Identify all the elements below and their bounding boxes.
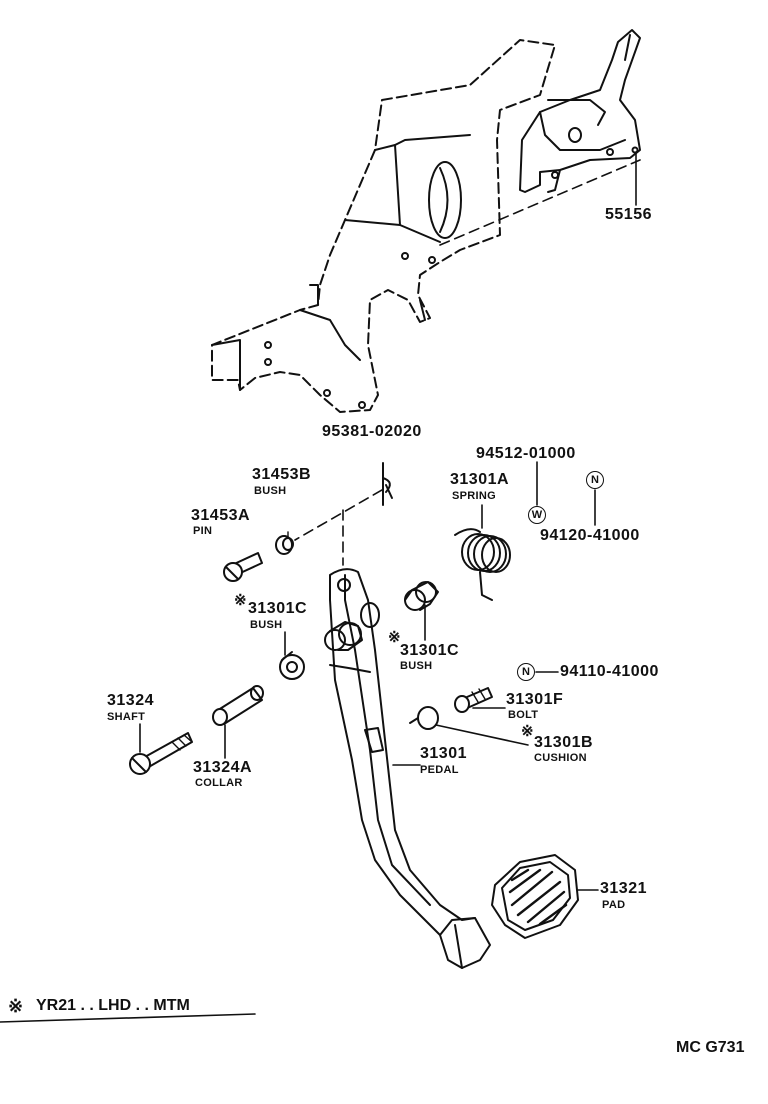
part-number-31301: 31301 <box>420 745 467 762</box>
part-number-31324A: 31324A <box>193 759 253 776</box>
part-name-bush-left: BUSH <box>250 619 283 631</box>
pad-31321 <box>491 854 579 939</box>
part-number-31301C-left: 31301C <box>248 600 308 617</box>
part-number-31453B: 31453B <box>252 466 312 483</box>
part-number-95381-02020: 95381-02020 <box>322 423 422 440</box>
spring-31301A <box>454 528 511 601</box>
footnote-underline <box>0 1013 256 1023</box>
pedal-31301 <box>329 568 491 969</box>
part-number-31301F: 31301F <box>506 691 564 708</box>
part-number-94512-01000: 94512-01000 <box>476 445 576 462</box>
nut-upper-symbol: N <box>586 471 604 489</box>
part-number-31301B: 31301B <box>534 734 594 751</box>
figure-code: MC G731 <box>676 1039 745 1056</box>
part-name-cushion: CUSHION <box>534 752 587 764</box>
part-name-pad: PAD <box>602 899 626 911</box>
asterisk-bush-left: ※ <box>234 592 247 609</box>
nut-lower-symbol: N <box>517 663 535 681</box>
footnote-text: YR21 . . LHD . . MTM <box>36 997 190 1014</box>
part-number-31321: 31321 <box>600 880 647 897</box>
part-name-bush-right: BUSH <box>400 660 433 672</box>
part-number-31324: 31324 <box>107 692 154 709</box>
pin-31453A <box>223 552 263 582</box>
cushion-31301B <box>409 706 529 746</box>
bolt-31301F <box>454 687 506 713</box>
collar-31324A <box>212 685 264 726</box>
asterisk-bush-right: ※ <box>388 629 401 646</box>
part-name-bush-b: BUSH <box>254 485 287 497</box>
part-name-collar: COLLAR <box>195 777 243 789</box>
part-number-94120-41000: 94120-41000 <box>540 527 640 544</box>
part-number-31301C-right: 31301C <box>400 642 460 659</box>
cotter-pin <box>382 462 393 506</box>
bracket-guide-line <box>439 159 641 246</box>
pedal-boss <box>324 602 380 651</box>
part-name-shaft: SHAFT <box>107 711 146 723</box>
part-name-bolt: BOLT <box>508 709 539 721</box>
part-name-pin: PIN <box>193 525 213 537</box>
footnote-mark: ※ <box>8 996 24 1016</box>
asterisk-cushion: ※ <box>521 723 534 740</box>
bush-31301C-left <box>279 651 305 680</box>
support-frame <box>211 39 556 413</box>
bracket-55156 <box>519 29 641 193</box>
shaft-31324 <box>129 732 193 775</box>
bush-31301C-right <box>404 581 439 611</box>
bush-31453B <box>275 531 294 555</box>
part-number-55156: 55156 <box>605 206 652 223</box>
part-number-31301A: 31301A <box>450 471 510 488</box>
part-number-31453A: 31453A <box>191 507 251 524</box>
part-name-pedal: PEDAL <box>420 764 459 776</box>
cotter-pin-guide <box>294 489 383 541</box>
washer-symbol: W <box>528 506 546 524</box>
part-name-spring: SPRING <box>452 490 496 502</box>
part-number-94110-41000: 94110-41000 <box>560 663 659 680</box>
